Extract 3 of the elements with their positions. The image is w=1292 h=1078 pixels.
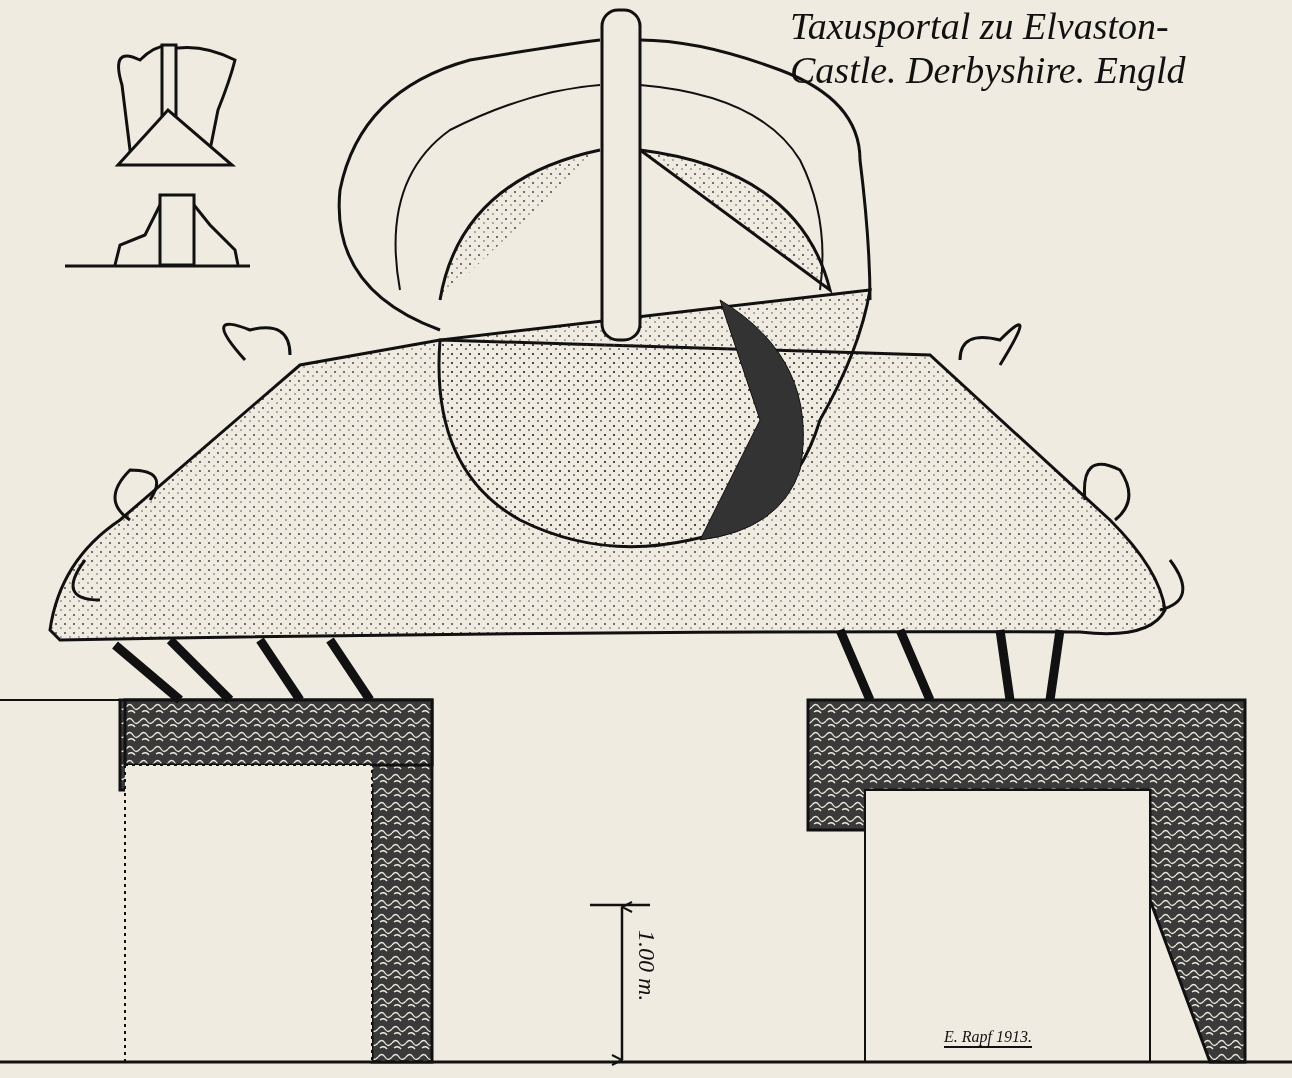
title: Taxusportal zu Elvaston-Castle. Derbyshire. Engld — [790, 4, 1187, 92]
signature: E. Rapf 1913. — [944, 1028, 1032, 1048]
dimension-label: 1.00 m. — [633, 930, 660, 1002]
